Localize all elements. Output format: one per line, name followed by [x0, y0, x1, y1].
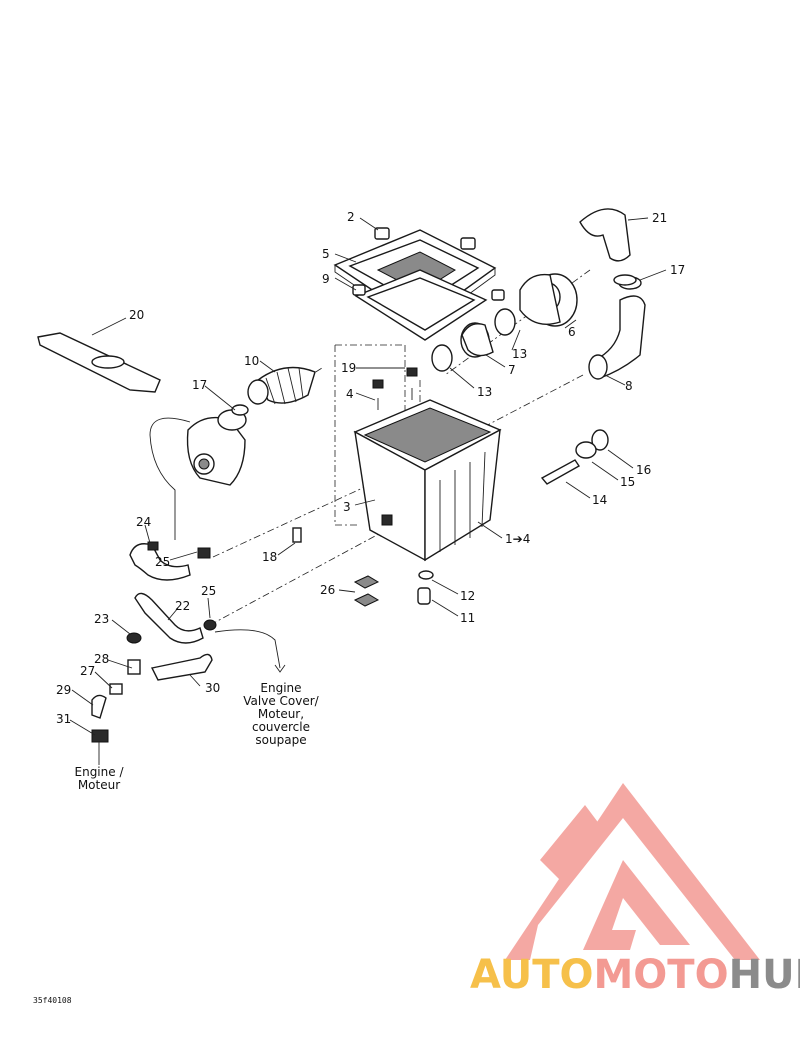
callout-25b: 25: [201, 584, 216, 598]
engine-note-line-1: Engine /: [75, 765, 125, 779]
callout-21: 21: [652, 211, 667, 225]
heat-shield: [37, 332, 161, 393]
callout-13b: 13: [477, 385, 492, 399]
callout-22: 22: [175, 599, 190, 613]
hose-clamps-13: [431, 308, 516, 372]
valve-cover-note-line-4: couvercle: [252, 720, 310, 734]
callout-19: 19: [341, 361, 356, 375]
callout-labels: 1➔4 2 3 4 5 6 7 8 9 10 11 12 13 13 14 15…: [56, 210, 685, 726]
document-reference: 35f40108: [33, 996, 72, 1005]
callout-11: 11: [460, 611, 475, 625]
watermark-text: AUTOMOTOHUB: [470, 952, 800, 998]
callout-10: 10: [244, 354, 259, 368]
valve-cover-note-line-1: Engine: [260, 681, 301, 695]
callout-24: 24: [136, 515, 151, 529]
callout-13a: 13: [512, 347, 527, 361]
callout-12: 12: [460, 589, 475, 603]
valve-cover-note-line-2: Valve Cover/: [243, 694, 319, 708]
callout-18: 18: [262, 550, 277, 564]
throttle-body: [186, 409, 247, 486]
callout-8: 8: [625, 379, 633, 393]
filter-adaptor: [460, 322, 494, 358]
callout-25a: 25: [155, 555, 170, 569]
callout-23: 23: [94, 612, 109, 626]
watermark-auto: AUTOMOTOHUB: [470, 952, 800, 998]
callout-2: 2: [347, 210, 355, 224]
callout-31: 31: [56, 712, 71, 726]
callout-3: 3: [343, 500, 351, 514]
air-filter: [519, 273, 578, 327]
watermark-logo: [505, 783, 760, 960]
callout-9: 9: [322, 272, 330, 286]
cover-gasket: [354, 269, 488, 341]
callout-5: 5: [322, 247, 330, 261]
cover-clips: [352, 227, 505, 301]
callout-29: 29: [56, 683, 71, 697]
callout-17b: 17: [192, 378, 207, 392]
callout-4: 4: [346, 387, 354, 401]
valve-cover-note-line-5: soupape: [255, 733, 306, 747]
small-hardware: [231, 274, 637, 607]
callout-16: 16: [636, 463, 651, 477]
engine-note: Engine / Moteur: [75, 765, 125, 792]
callout-15: 15: [620, 475, 635, 489]
callout-30: 30: [205, 681, 220, 695]
callout-1-4: 1➔4: [505, 532, 530, 546]
callout-26: 26: [320, 583, 335, 597]
callout-17a: 17: [670, 263, 685, 277]
valve-cover-note: Engine Valve Cover/ Moteur, couvercle so…: [243, 681, 319, 747]
callout-27: 27: [80, 664, 95, 678]
callout-6: 6: [568, 325, 576, 339]
engine-note-line-2: Moteur: [78, 778, 120, 792]
intake-duct: [579, 208, 646, 380]
breather-hoses: [91, 417, 286, 765]
callout-28: 28: [94, 652, 109, 666]
callout-7: 7: [508, 363, 516, 377]
valve-cover-note-line-3: Moteur,: [258, 707, 304, 721]
callout-20: 20: [129, 308, 144, 322]
callout-leaders: [69, 217, 667, 736]
air-box-body: [353, 399, 502, 562]
intake-boot: [247, 366, 316, 405]
callout-14: 14: [592, 493, 607, 507]
